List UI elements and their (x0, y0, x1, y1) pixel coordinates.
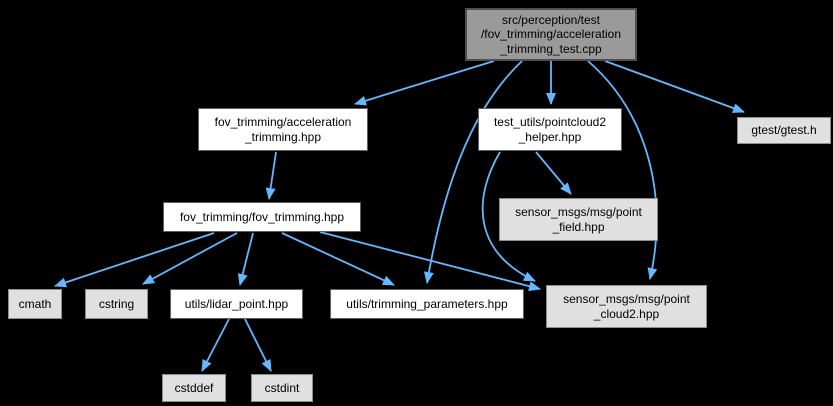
node-helper[interactable]: test_utils/pointcloud2 _helper.hpp (478, 108, 622, 151)
edge-helper-pointfield (535, 151, 572, 195)
node-lidar[interactable]: utils/lidar_point.hpp (170, 289, 303, 319)
edge-accel-fov (265, 151, 277, 200)
edge-fov-cstring (142, 232, 238, 285)
edge-main-pointcloud2 (587, 60, 658, 280)
edge-lidar-cstdint (244, 318, 272, 372)
edge-fov-cmath (54, 232, 215, 288)
edge-main-accel (354, 60, 495, 106)
edge-helper-pointcloud2 (481, 151, 536, 282)
node-main: src/perception/test /fov_trimming/accele… (465, 8, 637, 61)
node-pointcloud2: sensor_msgs/msg/point _cloud2.hpp (546, 285, 707, 328)
edge-fov-lidar (237, 232, 254, 286)
node-accel[interactable]: fov_trimming/acceleration _trimming.hpp (198, 108, 368, 151)
node-cstddef: cstddef (162, 374, 226, 402)
node-cmath: cmath (8, 289, 62, 319)
edge-lidar-cstddef (201, 318, 230, 372)
edge-group (54, 60, 745, 372)
edge-fov-pointcloud2 (319, 231, 541, 292)
node-pointfield: sensor_msgs/msg/point _field.hpp (499, 198, 658, 241)
edge-fov-params (281, 232, 395, 286)
edge-main-gtest (604, 60, 745, 113)
node-fov[interactable]: fov_trimming/fov_trimming.hpp (163, 202, 361, 232)
node-cstring: cstring (85, 289, 148, 319)
edge-main-params (423, 60, 523, 284)
node-gtest: gtest/gtest.h (737, 117, 831, 144)
node-params[interactable]: utils/trimming_parameters.hpp (330, 289, 524, 319)
node-cstdint: cstdint (251, 374, 313, 402)
